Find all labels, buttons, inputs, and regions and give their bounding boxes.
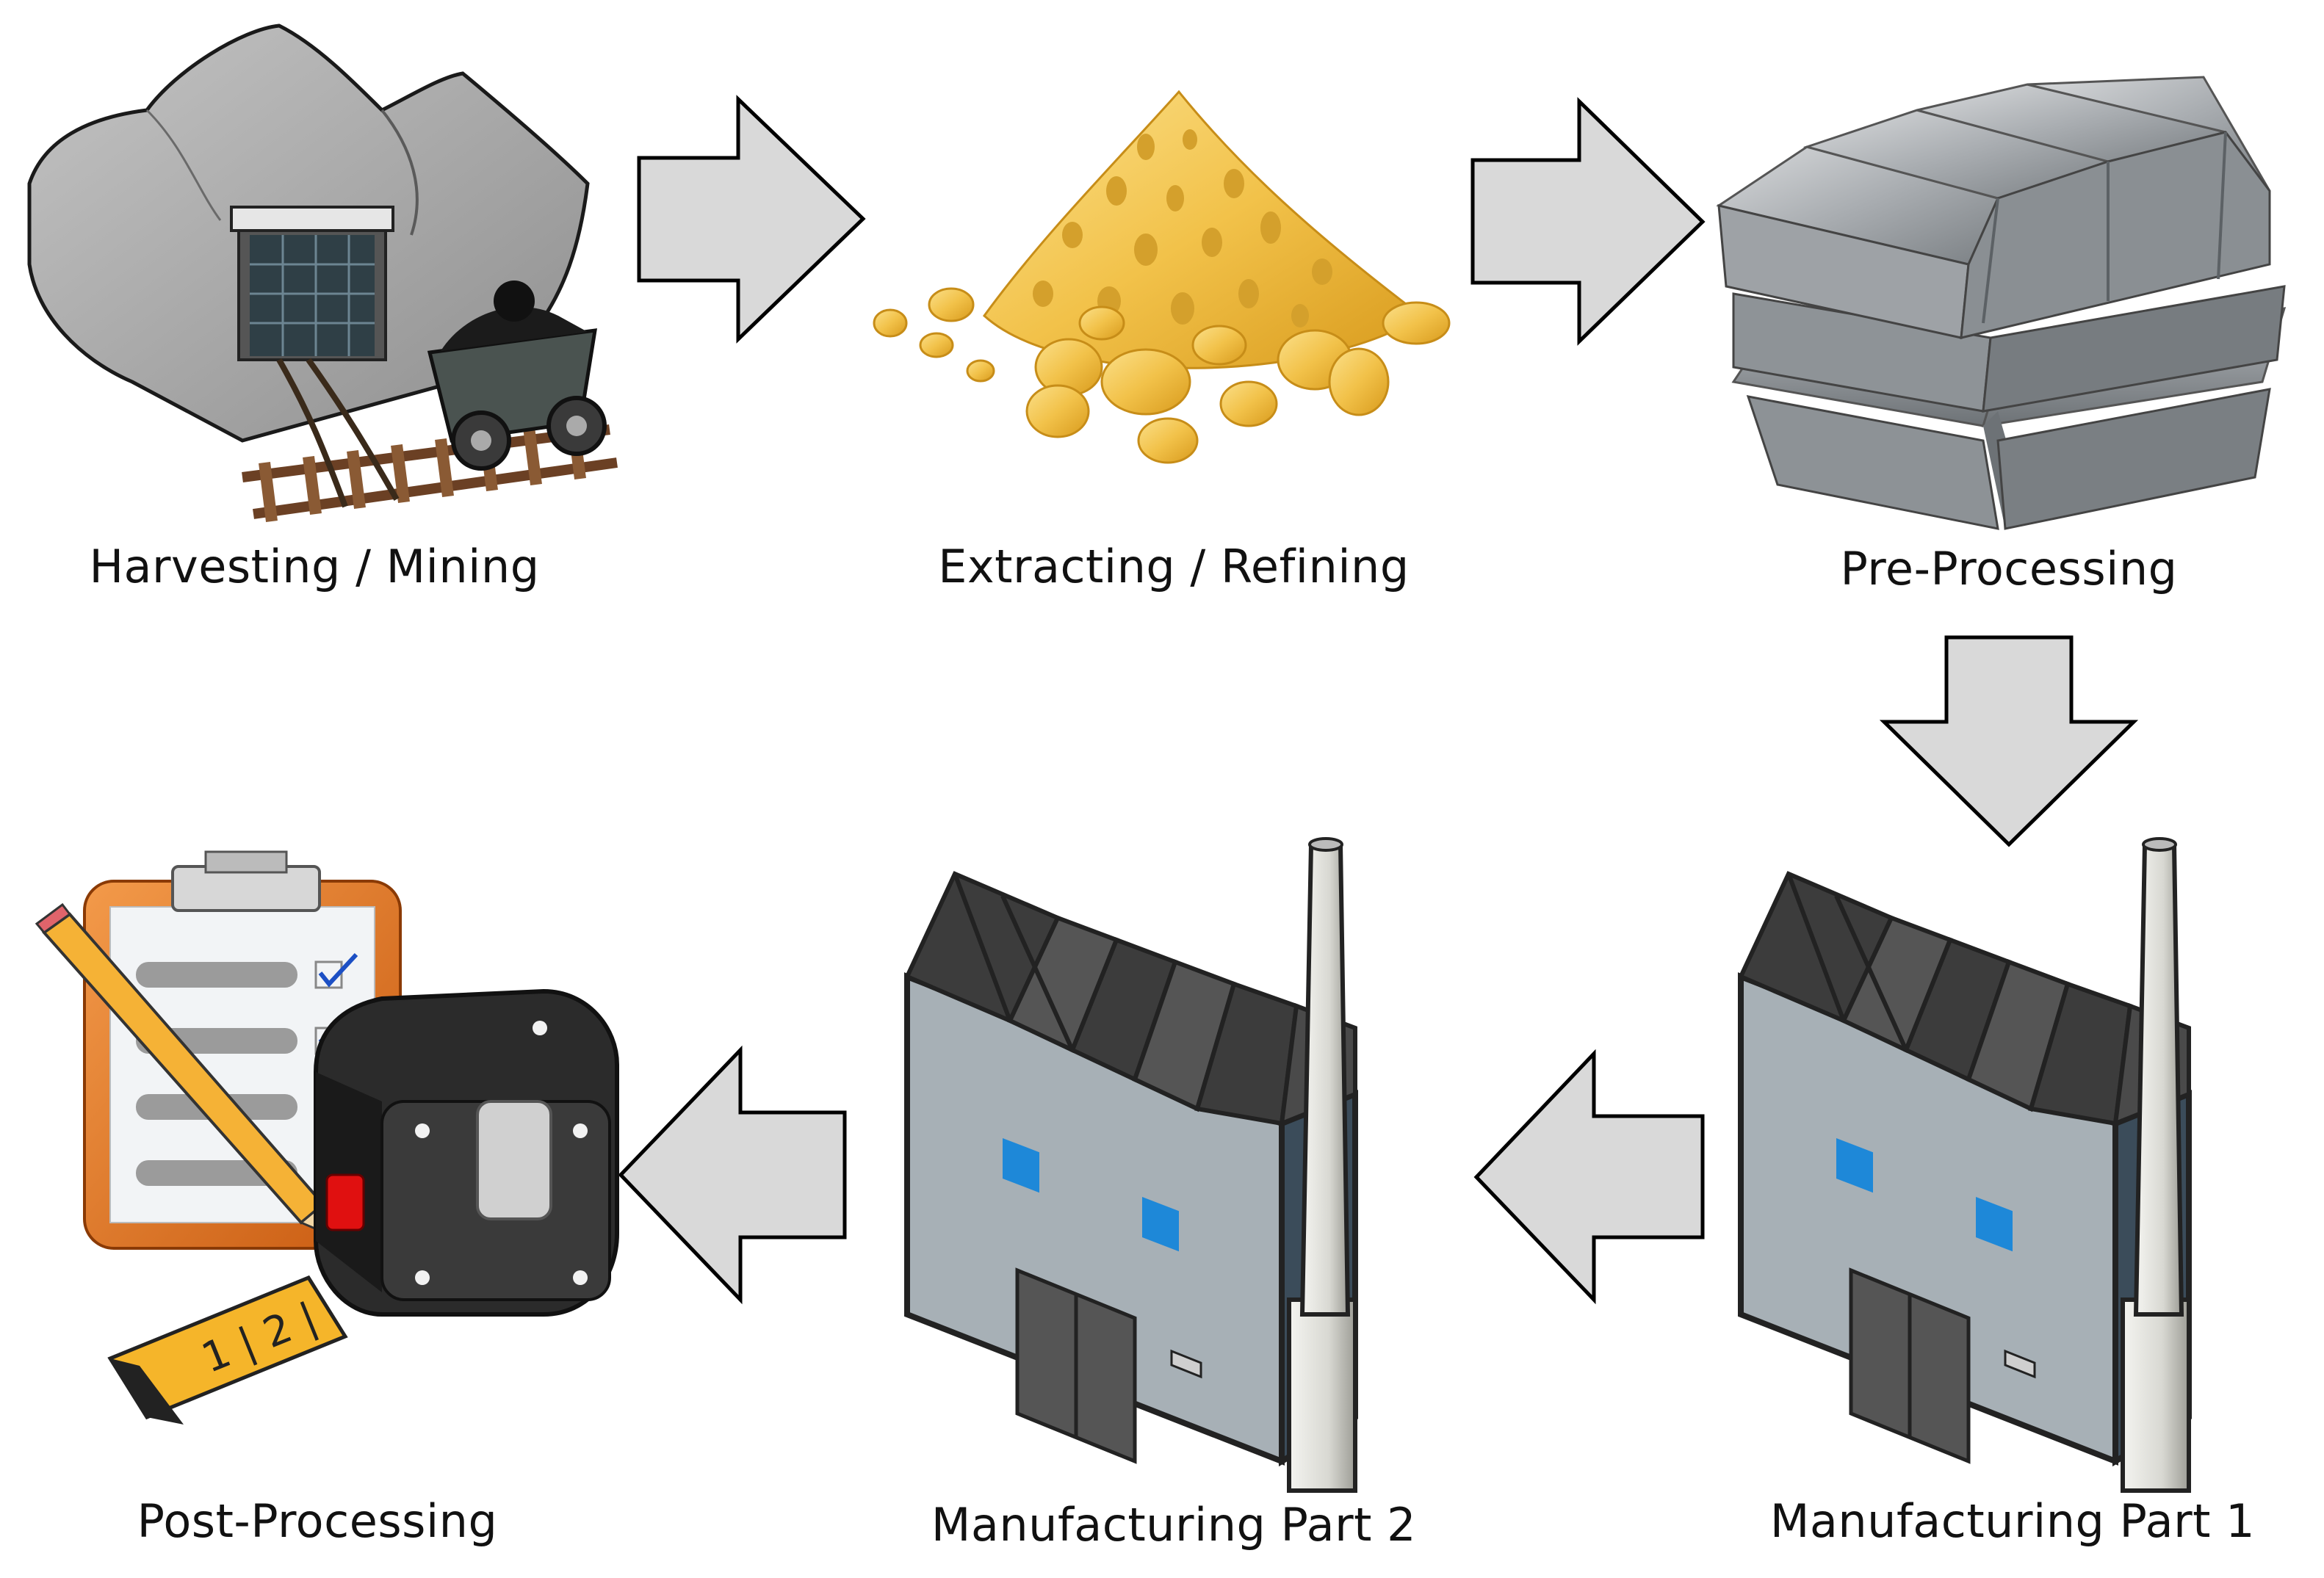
arrow-right-2 <box>1470 97 1706 346</box>
step-label-manufacturing-1: Manufacturing Part 1 <box>1769 1494 2256 1548</box>
arrow-down-1 <box>1879 635 2139 847</box>
arrow-left-1 <box>1473 1049 1705 1305</box>
step-label-postprocessing: Post-Processing <box>137 1494 498 1548</box>
arrow-left-2 <box>618 1045 847 1305</box>
clipboard-tape-measure-icon: 1 | 2 | <box>35 850 619 1425</box>
factory-icon-2 <box>907 839 1355 1491</box>
step-label-preprocessing: Pre-Processing <box>1840 542 2178 596</box>
step-label-manufacturing-2: Manufacturing Part 2 <box>931 1498 1417 1552</box>
arrow-right-1 <box>637 95 866 344</box>
mine-entrance-icon <box>27 23 618 522</box>
step-label-harvesting: Harvesting / Mining <box>89 540 540 593</box>
metal-ingots-icon <box>1716 76 2287 530</box>
step-label-extracting: Extracting / Refining <box>938 540 1410 593</box>
factory-icon <box>1737 837 2192 1493</box>
gold-ore-pile-icon <box>873 90 1451 464</box>
